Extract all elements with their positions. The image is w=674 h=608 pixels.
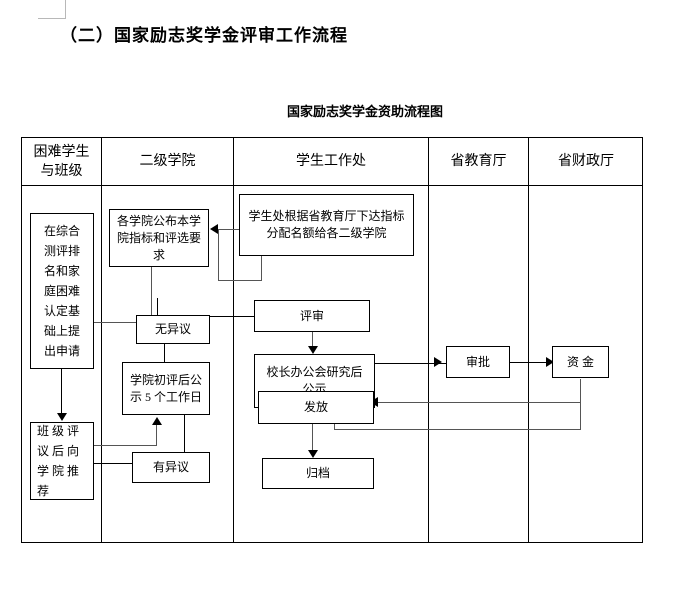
node-class-review[interactable]: 班级评议后向学院推荐	[30, 422, 94, 500]
node-apply[interactable]: 在综合测评排名和家庭困难认定基础上提出申请	[30, 213, 94, 369]
node-evaluation[interactable]: 评审	[254, 300, 370, 332]
node-no-objection[interactable]: 无异议	[136, 315, 210, 344]
column-divider-3	[428, 138, 429, 542]
connector-funds-left	[334, 429, 581, 430]
arrow-evaluation-to-president	[308, 346, 318, 354]
column-header-label: 二级学院	[139, 154, 196, 169]
node-college-preview[interactable]: 学院初评后公示 5 个工作日	[122, 362, 210, 415]
node-disbursement[interactable]: 发放	[258, 391, 374, 424]
flowchart-title: 国家励志奖学金资助流程图	[287, 105, 444, 120]
node-label: 学生处根据省教育厅下达指标分配名额给各二级学院	[248, 209, 405, 240]
node-quota-allocation[interactable]: 学生处根据省教育厅下达指标分配名额给各二级学院	[239, 194, 414, 256]
connector-quota-to-college-riser	[218, 229, 219, 281]
column-divider-2	[233, 138, 234, 542]
arrow-apply-to-class-review	[57, 413, 67, 421]
column-divider-4	[528, 138, 529, 542]
node-label: 资 金	[566, 354, 594, 369]
column-header-label: 学生工作处	[296, 154, 366, 169]
node-label: 学院初评后公示 5 个工作日	[129, 372, 202, 404]
arrow-into-funds	[546, 357, 554, 367]
column-header-label: 省财政厅	[558, 154, 614, 169]
node-label: 有异议	[152, 460, 189, 474]
node-label: 归档	[305, 466, 330, 480]
node-has-objection[interactable]: 有异议	[132, 452, 210, 483]
connector-apply-to-class-review	[61, 369, 62, 416]
arrow-into-college-publish	[210, 224, 218, 234]
connector-college-to-apply-vertical	[151, 266, 152, 322]
node-approval[interactable]: 审批	[446, 346, 510, 378]
connector-no-objection-to-evaluation	[210, 316, 274, 317]
connector-quota-to-college-horizontal	[218, 280, 262, 281]
node-funds[interactable]: 资 金	[552, 346, 609, 378]
node-label: 班级评议后向学院推荐	[37, 424, 83, 498]
connector-disbursement-to-archive	[312, 424, 313, 454]
page-heading: （二）国家励志奖学金评审工作流程	[60, 26, 348, 45]
node-label: 评审	[299, 308, 324, 323]
connector-evaluation-to-president	[312, 332, 313, 350]
connector-no-objection-riser	[210, 316, 211, 317]
node-label: 无异议	[154, 322, 191, 336]
connector-president-approval-run	[375, 363, 435, 364]
connector-objection-to-class-review	[92, 463, 153, 464]
header-divider	[22, 185, 642, 186]
connector-publish-to-no-objection	[157, 298, 158, 316]
connector-preview-to-objection	[184, 394, 185, 453]
column-header-difficult-students: 困难学生与班级	[22, 138, 101, 185]
connector-no-objection-to-preview	[164, 343, 165, 363]
arrow-into-approval	[434, 357, 442, 367]
flowchart-container: 困难学生与班级 二级学院 学生工作处 省教育厅 省财政厅	[21, 137, 643, 543]
connector-approval-to-funds	[510, 362, 552, 363]
connector-college-to-apply-horizontal	[92, 322, 152, 323]
column-header-student-affairs: 学生工作处	[234, 138, 428, 185]
node-label: 发放	[303, 400, 328, 414]
column-header-label: 省教育厅	[450, 154, 507, 169]
column-header-provincial-finance: 省财政厅	[529, 138, 643, 185]
connector-funds-to-disbursement	[334, 402, 581, 403]
column-header-provincial-education: 省教育厅	[429, 138, 528, 185]
node-college-publish[interactable]: 各学院公布本学院指标和评选要求	[109, 209, 209, 267]
node-archive[interactable]: 归档	[262, 458, 374, 489]
column-divider-1	[101, 138, 102, 542]
connector-class-review-to-preview-vertical	[156, 425, 157, 446]
page-corner-mark	[38, 0, 66, 19]
arrow-disbursement-to-archive	[308, 450, 318, 458]
connector-class-review-to-preview-horizontal	[93, 445, 157, 446]
node-label: 审批	[465, 354, 490, 369]
column-header-label: 困难学生与班级	[33, 144, 90, 179]
connector-funds-down	[580, 379, 581, 429]
arrow-into-college-preview	[152, 417, 162, 425]
node-label: 在综合测评排名和家庭困难认定基础上提出申请	[43, 224, 80, 358]
column-header-secondary-college: 二级学院	[102, 138, 233, 185]
connector-quota-to-college-vertical	[261, 256, 262, 280]
node-label: 各学院公布本学院指标和评选要求	[116, 213, 201, 262]
